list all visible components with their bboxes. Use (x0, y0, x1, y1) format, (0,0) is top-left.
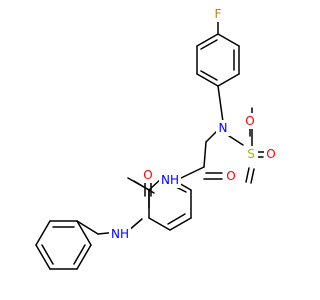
atom-oxygen-glycinamide: O (224, 168, 238, 184)
bond (203, 141, 207, 168)
bond (196, 33, 219, 47)
bond (217, 85, 224, 123)
benzyl-ring (35, 220, 99, 270)
atom-oxygen-benzamide: O (141, 167, 155, 183)
atom-oxygen-sulfonyl-2: O (264, 146, 278, 162)
molecule-structure-diagram: F N S O O O NH O (35, 6, 278, 270)
bond (148, 217, 171, 231)
bond (76, 220, 99, 235)
bond (76, 220, 92, 246)
atom-label-f: F (215, 7, 222, 21)
atom-oxygen-sulfonyl-1: O (243, 113, 257, 129)
fluorophenyl-ring (196, 20, 240, 87)
bond (205, 130, 218, 143)
bond (250, 168, 255, 184)
bond (217, 73, 240, 87)
bond (167, 213, 186, 225)
atom-fluorine: F (211, 6, 225, 22)
atom-nitrogen-sulfonamide: N (216, 120, 230, 136)
atom-label-o-sulfonyl-1: O (245, 114, 254, 128)
atom-nh-anilide: NH (159, 172, 181, 188)
bond (76, 244, 92, 270)
atom-label-s: S (247, 147, 255, 161)
bond (217, 33, 240, 47)
atom-label-o-sulfonyl-2: O (266, 147, 275, 161)
bond (73, 244, 86, 265)
bond (200, 70, 218, 81)
bond (169, 217, 192, 231)
bond (200, 39, 218, 50)
amide-linker (180, 166, 223, 180)
atom-label-nh-benzamide: NH (111, 227, 129, 241)
bond (41, 244, 54, 265)
atom-label-nh-anilide: NH (161, 173, 179, 187)
atom-label-o-benzamide: O (143, 168, 152, 182)
bond (35, 220, 51, 246)
bond (196, 73, 219, 87)
atom-sulfur: S (244, 146, 258, 162)
bond (180, 166, 205, 179)
atom-label-n-sulfonamide: N (219, 121, 228, 135)
atom-label-o-glycinamide: O (226, 169, 235, 183)
atom-labels: F N S O O O NH O (109, 6, 278, 242)
bond (35, 244, 51, 270)
atom-nh-benzamide: NH (109, 226, 131, 242)
bond (245, 167, 250, 183)
benzamide-group (97, 179, 152, 235)
